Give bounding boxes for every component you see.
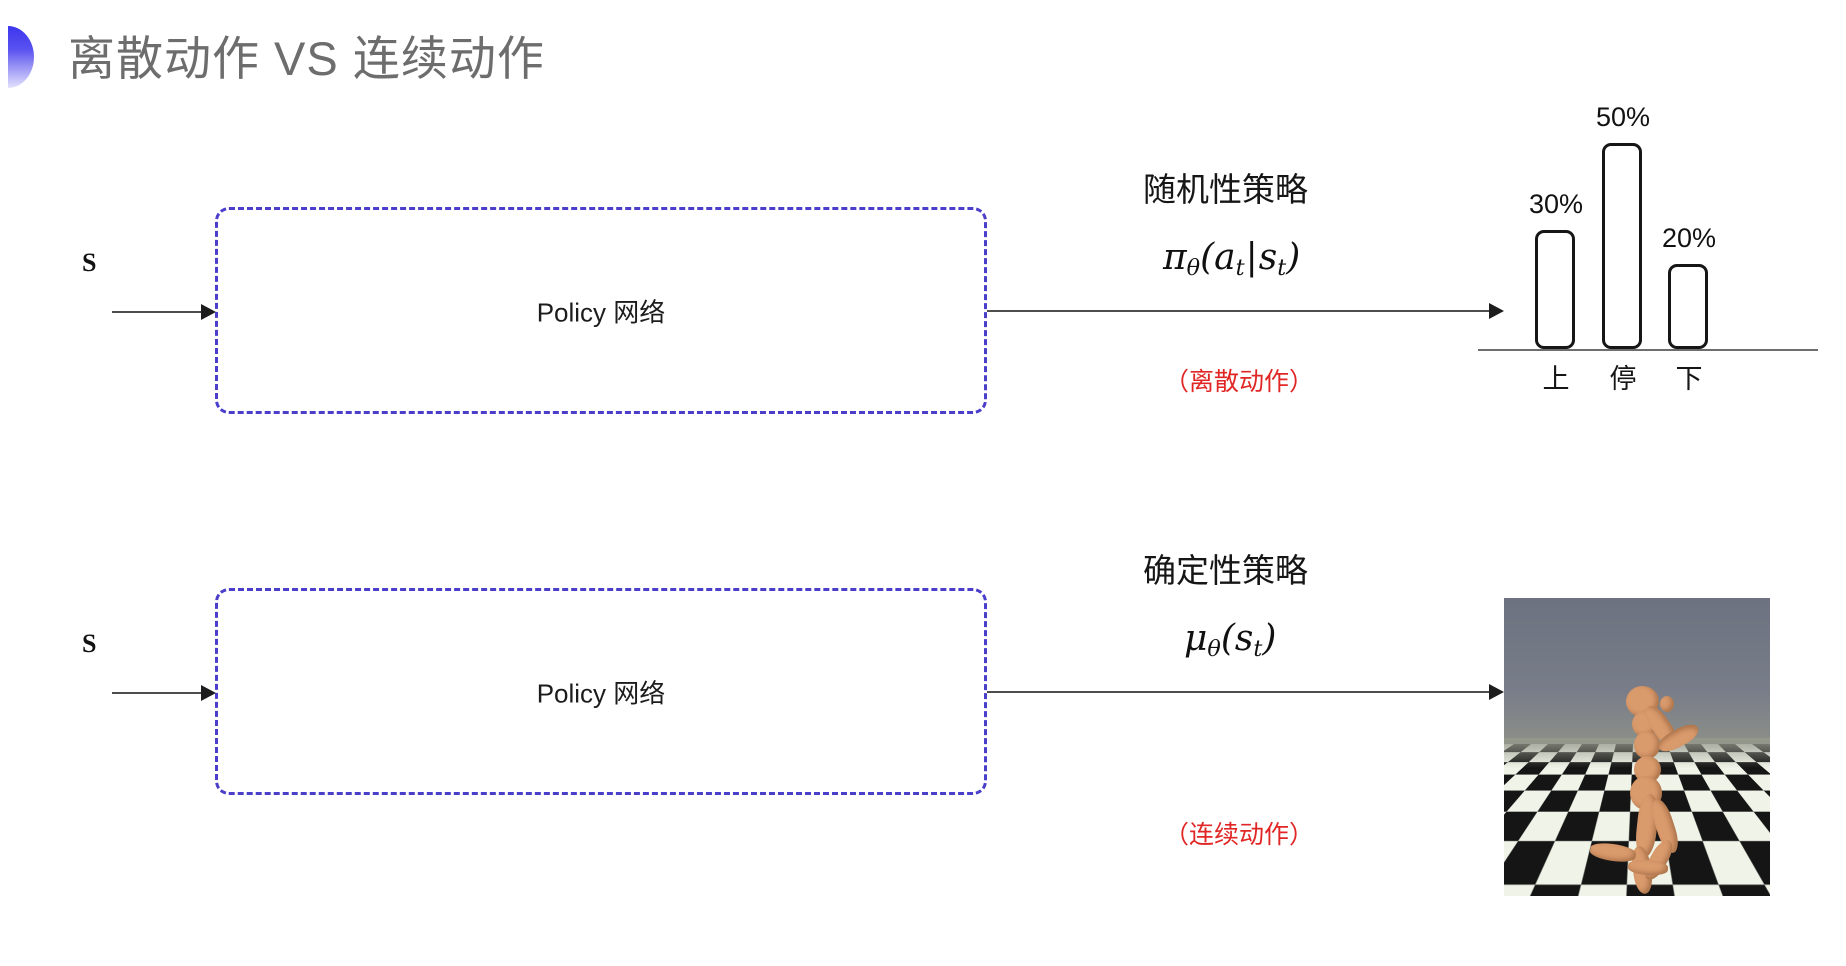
action-probability-bar-chart: 30% 上 50% 停 20% 下: [1478, 100, 1818, 410]
formula-continuous: μθ(st): [1184, 618, 1276, 662]
output-arrow-discrete: [987, 310, 1502, 312]
page-title: 离散动作 VS 连续动作: [68, 32, 545, 85]
humanoid-simulation-image: [1504, 598, 1770, 896]
policy-type-discrete: 随机性策略: [1143, 171, 1308, 208]
bar-tick-label-1: 停: [1609, 364, 1637, 394]
formula-open-paren-continuous: (: [1220, 618, 1235, 659]
formula-arg-sub-continuous: t: [1253, 636, 1263, 663]
bar-tick-label-2: 下: [1675, 364, 1703, 394]
state-label-continuous: S: [82, 629, 97, 658]
humanoid-hand: [1660, 696, 1674, 712]
policy-type-continuous: 确定性策略: [1143, 552, 1308, 589]
humanoid-torso-mid: [1634, 731, 1660, 759]
action-note-continuous: （连续动作）: [1164, 821, 1315, 849]
formula-close-paren-continuous: ): [1262, 618, 1277, 659]
formula-base-sub-continuous: θ: [1207, 636, 1221, 663]
formula-base-sub-discrete: θ: [1186, 255, 1201, 282]
action-note-discrete: （离散动作）: [1164, 368, 1315, 396]
bar-rect-1: [1602, 143, 1642, 349]
formula-cond-sub-discrete: t: [1277, 255, 1287, 282]
input-arrow-continuous: [112, 692, 214, 694]
bar-rect-2: [1668, 264, 1708, 349]
title-decoration-icon: [8, 26, 34, 88]
bar-value-2: 20%: [1661, 223, 1717, 253]
formula-cond-discrete: s: [1258, 237, 1278, 278]
policy-network-label-continuous: Policy 网络: [536, 678, 666, 708]
formula-arg-continuous: s: [1234, 618, 1254, 659]
input-arrow-discrete: [112, 311, 214, 313]
bottom-rule: [0, 962, 1846, 966]
formula-base-discrete: π: [1163, 237, 1187, 278]
formula-close-paren-discrete: ): [1286, 237, 1301, 278]
bar-value-1: 50%: [1595, 102, 1651, 132]
policy-network-box-discrete: Policy 网络: [215, 207, 987, 414]
output-arrow-continuous: [987, 691, 1502, 693]
formula-arg-sub-discrete: t: [1235, 255, 1245, 282]
bar-rect-0: [1535, 230, 1575, 349]
formula-open-paren-discrete: (: [1200, 237, 1215, 278]
formula-discrete: πθ(at|st): [1163, 237, 1300, 281]
formula-separator-discrete: |: [1245, 237, 1258, 278]
chart-baseline-axis: [1478, 349, 1818, 351]
bar-tick-label-0: 上: [1542, 364, 1570, 394]
state-label-discrete: S: [82, 248, 97, 277]
bar-value-0: 30%: [1528, 189, 1584, 219]
formula-base-continuous: μ: [1184, 618, 1208, 659]
formula-arg-discrete: a: [1214, 237, 1236, 278]
policy-network-box-continuous: Policy 网络: [215, 588, 987, 795]
policy-network-label-discrete: Policy 网络: [536, 297, 666, 327]
